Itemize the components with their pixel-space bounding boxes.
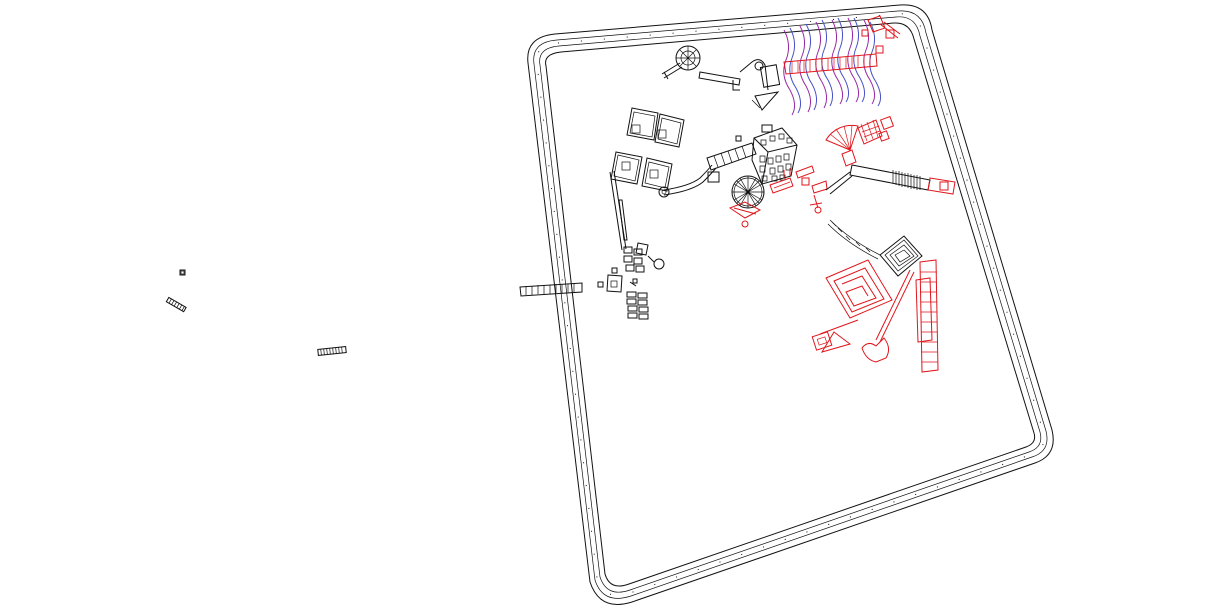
red-small-items — [728, 165, 828, 228]
stepping-blocks-upper — [597, 242, 665, 293]
fan-shade — [825, 115, 895, 167]
curved-tube — [658, 164, 717, 198]
boundary-bridge — [519, 282, 583, 297]
spiral-maze — [811, 259, 915, 363]
loose-fragment-2 — [165, 296, 187, 313]
vertical-rail — [609, 170, 628, 251]
red-top-pieces — [861, 15, 901, 54]
stepping-blocks-lower — [626, 291, 649, 320]
loose-fragment-1 — [179, 269, 186, 276]
cube-climber — [751, 124, 798, 185]
coil-track — [825, 164, 956, 195]
spoked-wheel — [731, 175, 765, 209]
ferris-wheel — [661, 45, 781, 111]
red-ladder — [783, 53, 878, 75]
loose-fragment-3 — [317, 346, 347, 356]
red-block-column — [915, 259, 939, 373]
nested-square-pyramid — [827, 219, 923, 277]
climbing-frame — [706, 135, 757, 183]
square-pits — [610, 107, 685, 192]
park-boundary — [527, 4, 1054, 605]
